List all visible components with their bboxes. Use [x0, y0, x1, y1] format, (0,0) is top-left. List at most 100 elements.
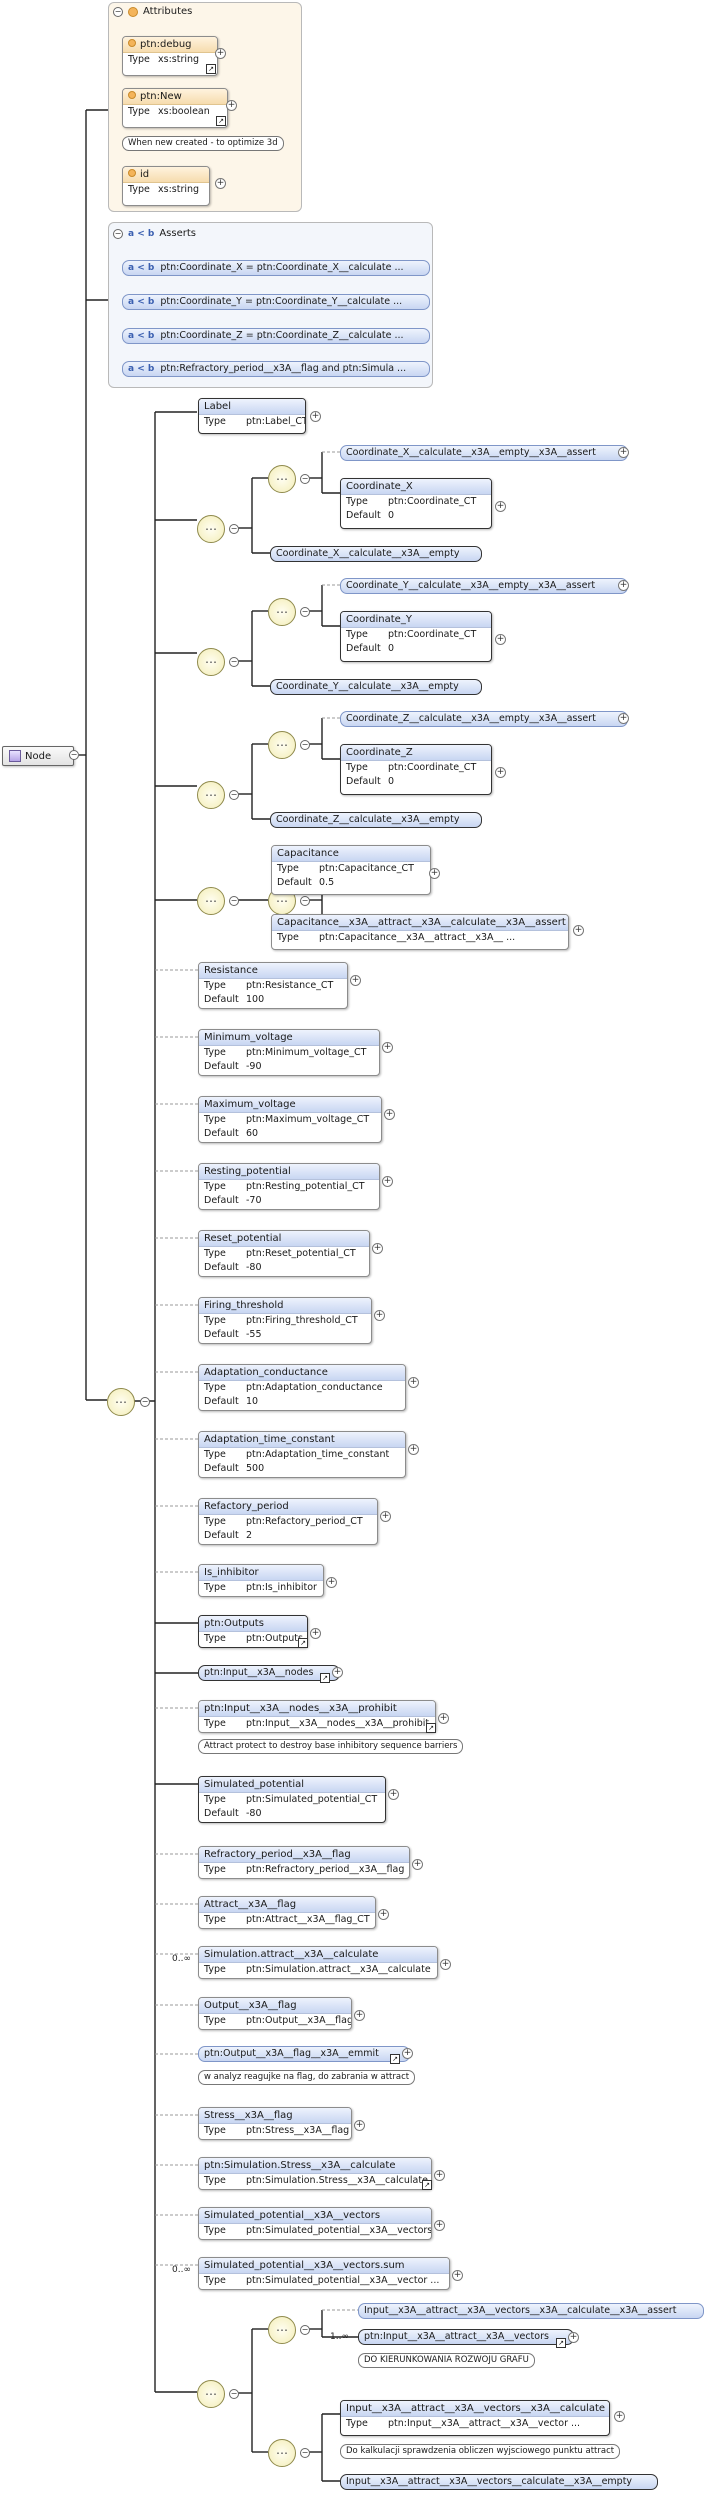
expand-icon[interactable]: +	[618, 713, 629, 724]
expand-icon[interactable]: +	[326, 1577, 337, 1588]
assert-item[interactable]: a < b ptn:Coordinate_Y = ptn:Coordinate_…	[122, 294, 430, 310]
sequence-compositor-icon[interactable]: ⋯	[197, 2380, 225, 2408]
link-icon[interactable]: ↗	[390, 2054, 400, 2064]
collapse-icon[interactable]: −	[300, 740, 310, 750]
expand-icon[interactable]: +	[382, 1042, 393, 1053]
sequence-compositor-icon[interactable]: ⋯	[197, 887, 225, 915]
expand-icon[interactable]: +	[372, 1243, 383, 1254]
sequence-compositor-icon[interactable]: ⋯	[268, 2439, 296, 2467]
sequence-compositor-icon[interactable]: ⋯	[197, 515, 225, 543]
root-collapse-icon[interactable]: −	[69, 750, 79, 760]
expand-icon[interactable]: +	[350, 975, 361, 986]
collapse-icon[interactable]: −	[300, 896, 310, 906]
expand-icon[interactable]: +	[452, 2270, 463, 2281]
element-input-attract-empty[interactable]: Input__x3A__attract__x3A__vectors__calcu…	[340, 2474, 658, 2490]
expand-icon[interactable]: +	[354, 2010, 365, 2021]
expand-icon[interactable]: +	[332, 1667, 343, 1678]
collapse-icon[interactable]: −	[300, 2325, 310, 2335]
expand-icon[interactable]: +	[382, 1176, 393, 1187]
expand-icon[interactable]: +	[354, 2120, 365, 2131]
expand-icon[interactable]: +	[226, 100, 237, 111]
expand-icon[interactable]: +	[384, 1109, 395, 1120]
expand-icon[interactable]: +	[215, 48, 226, 59]
expand-icon[interactable]: +	[215, 178, 226, 189]
expand-icon[interactable]: +	[380, 1511, 391, 1522]
sequence-compositor-icon[interactable]: ⋯	[107, 1388, 135, 1416]
link-icon[interactable]: ↗	[556, 2338, 566, 2348]
expand-icon[interactable]: +	[412, 1859, 423, 1870]
collapse-icon[interactable]: −	[229, 2389, 239, 2399]
collapse-icon[interactable]: −	[229, 657, 239, 667]
expand-icon[interactable]: +	[440, 1959, 451, 1970]
asserts-header[interactable]: − a < b Asserts	[113, 228, 196, 239]
link-icon[interactable]: ↗	[216, 116, 226, 126]
link-icon[interactable]: ↗	[422, 2180, 432, 2190]
expand-icon[interactable]: +	[495, 767, 506, 778]
expand-icon[interactable]: +	[618, 447, 629, 458]
sequence-compositor-icon[interactable]: ⋯	[197, 648, 225, 676]
sequence-compositor-icon[interactable]: ⋯	[268, 465, 296, 493]
link-icon[interactable]: ↗	[206, 64, 216, 74]
element-coordinate-assert[interactable]: Coordinate_Z__calculate__x3A__empty__x3A…	[340, 711, 628, 727]
expand-icon[interactable]: +	[495, 634, 506, 645]
expand-icon[interactable]: +	[310, 411, 321, 422]
link-icon[interactable]: ↗	[320, 1673, 330, 1683]
collapse-icon[interactable]: −	[113, 228, 123, 239]
expand-icon[interactable]: +	[378, 1909, 389, 1920]
root-element[interactable]: Node	[2, 746, 74, 766]
element-coordinate-assert[interactable]: Coordinate_Y__calculate__x3A__empty__x3A…	[340, 578, 628, 594]
sequence-compositor-icon[interactable]: ⋯	[197, 781, 225, 809]
element-coordinate-empty[interactable]: Coordinate_X__calculate__x3A__empty	[270, 546, 482, 562]
element-capacitance-assert[interactable]: Capacitance__x3A__attract__x3A__calculat…	[271, 914, 569, 950]
assert-item[interactable]: a < b ptn:Coordinate_X = ptn:Coordinate_…	[122, 260, 430, 276]
sequence-compositor-icon[interactable]: ⋯	[268, 598, 296, 626]
expand-icon[interactable]: +	[388, 1789, 399, 1800]
element-input-attract-calculate[interactable]: Input__x3A__attract__x3A__vectors__x3A__…	[340, 2400, 610, 2436]
element-coordinate-empty[interactable]: Coordinate_Z__calculate__x3A__empty	[270, 812, 482, 828]
collapse-icon[interactable]: −	[300, 2448, 310, 2458]
element-input-attract-vectors[interactable]: ptn:Input__x3A__attract__x3A__vectors	[358, 2329, 574, 2345]
link-icon[interactable]: ↗	[426, 1723, 436, 1733]
expand-icon[interactable]: +	[374, 1310, 385, 1321]
collapse-icon[interactable]: −	[300, 474, 310, 484]
expand-icon[interactable]: +	[434, 2220, 445, 2231]
collapse-icon[interactable]: −	[300, 607, 310, 617]
link-icon[interactable]: ↗	[298, 1638, 308, 1648]
expand-icon[interactable]: +	[408, 1444, 419, 1455]
assert-item[interactable]: a < b ptn:Coordinate_Z = ptn:Coordinate_…	[122, 328, 430, 344]
expand-icon[interactable]: +	[495, 501, 506, 512]
expand-icon[interactable]: +	[573, 925, 584, 936]
collapse-icon[interactable]: −	[229, 524, 239, 534]
expand-icon[interactable]: +	[438, 1713, 449, 1724]
expand-icon[interactable]: +	[434, 2170, 445, 2181]
element-coordinate-assert[interactable]: Coordinate_X__calculate__x3A__empty__x3A…	[340, 445, 628, 461]
expand-icon[interactable]: +	[310, 1628, 321, 1639]
element-item[interactable]: ptn:Input__x3A__nodes	[198, 1665, 340, 1681]
element-item[interactable]: ptn:Output__x3A__flag__x3A__emmit	[198, 2046, 410, 2062]
sequence-compositor-icon[interactable]: ⋯	[268, 731, 296, 759]
expand-icon[interactable]: +	[618, 580, 629, 591]
expand-icon[interactable]: +	[402, 2048, 413, 2059]
